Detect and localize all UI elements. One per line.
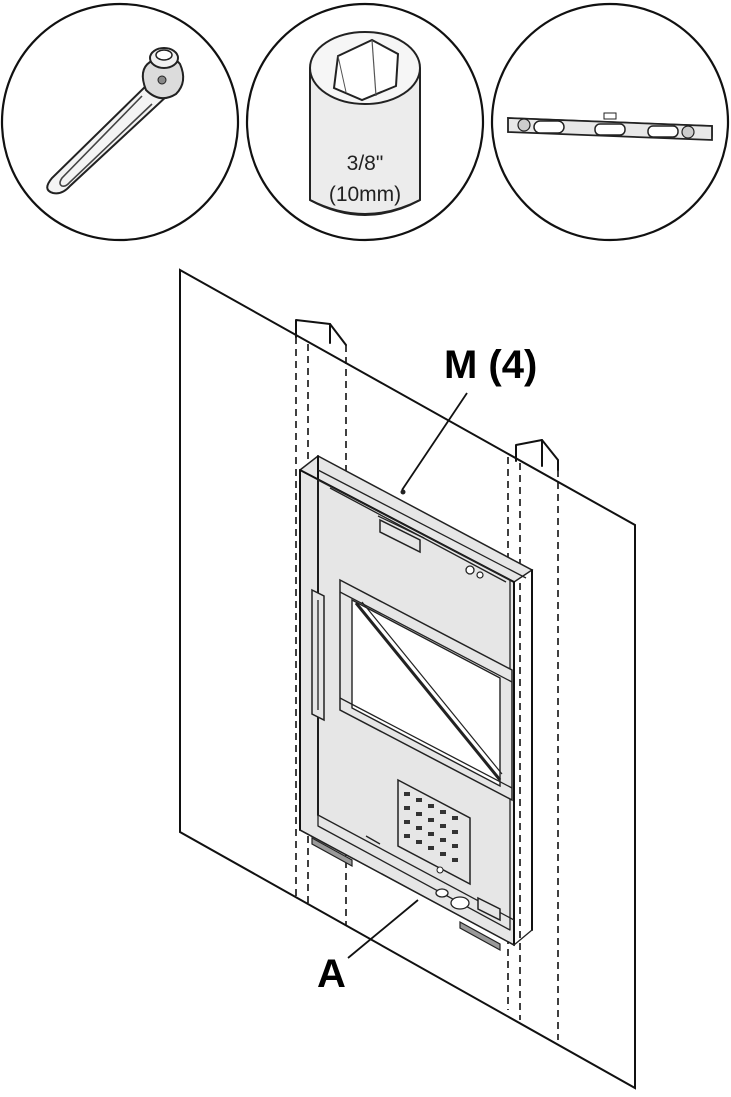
- level-tool: [490, 2, 730, 242]
- mount-frame: [339, 578, 513, 802]
- callout-m-label: M (4): [444, 343, 537, 387]
- callout-a-label: A: [317, 952, 346, 996]
- callout-m: M (4): [401, 343, 537, 491]
- ratchet-wrench-tool: [0, 2, 240, 242]
- socket-icon: [309, 31, 421, 216]
- wall-stud-left: [295, 319, 347, 346]
- ratchet-wrench-icon: [46, 47, 185, 195]
- socket-metric-label: (10mm): [329, 183, 401, 206]
- socket-size-label: 3/8": [347, 152, 384, 175]
- recessed-box: [299, 455, 534, 952]
- vent-grille: [397, 778, 471, 886]
- socket-tool: 3/8" (10mm): [245, 2, 485, 242]
- wall-stud-right: [515, 439, 559, 471]
- level-icon: [506, 112, 713, 141]
- callout-a: A: [317, 899, 419, 996]
